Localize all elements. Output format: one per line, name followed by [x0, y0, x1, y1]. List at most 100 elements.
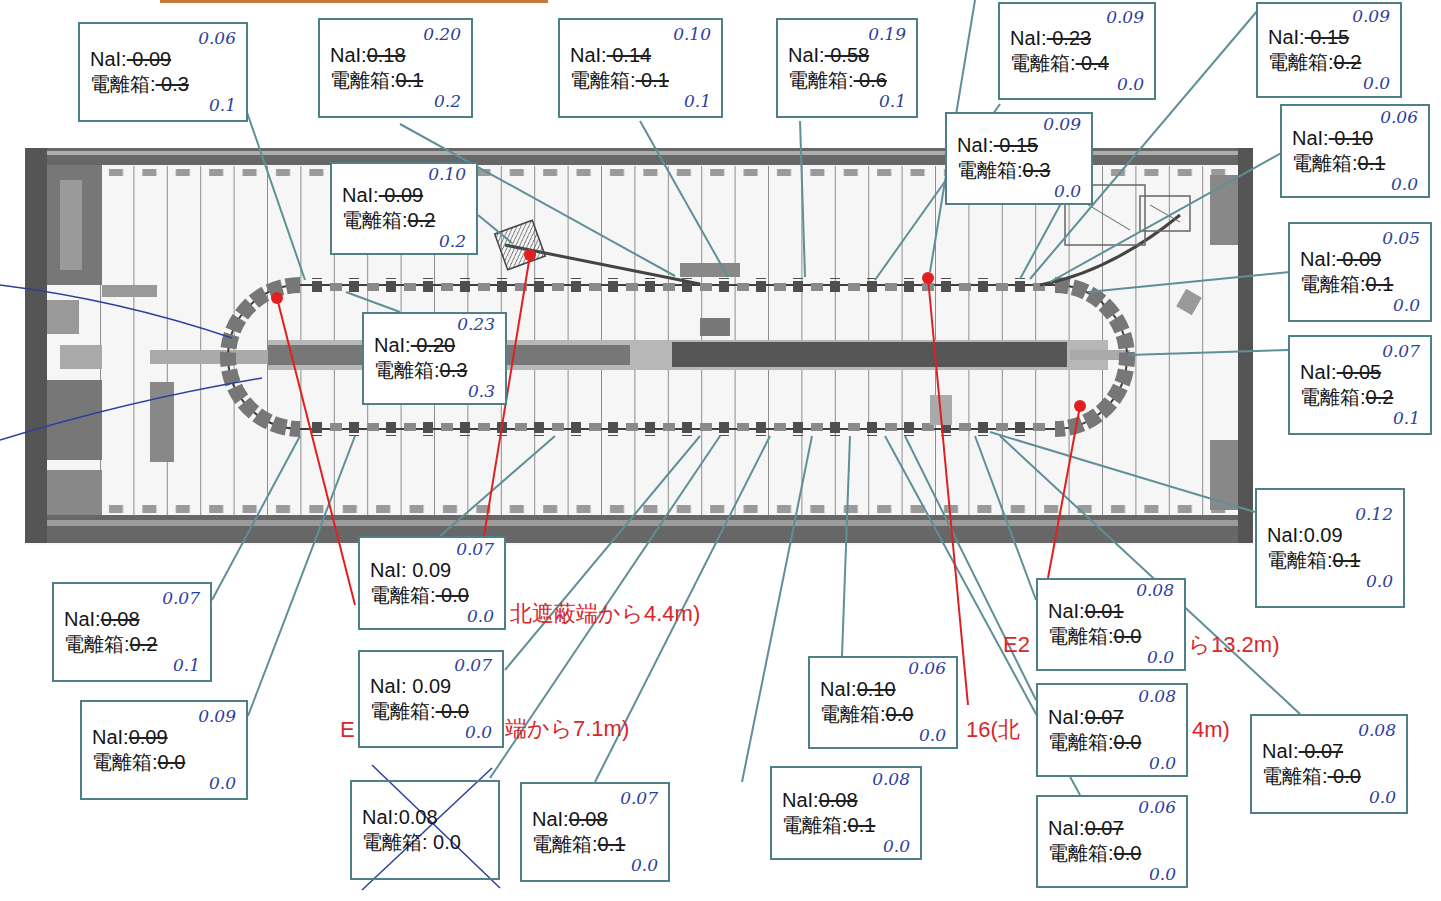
- reading-box: 0.19NaI: 0.58電離箱: 0.60.1: [776, 18, 918, 118]
- handwritten-value: 0.06: [1380, 109, 1418, 126]
- dose-reading: 電離箱:0.1: [782, 813, 910, 838]
- handwritten-value: 0.0: [1117, 76, 1144, 93]
- dose-reading: NaI: 0.10: [1292, 126, 1418, 151]
- dose-reading: NaI: 0.09: [1300, 247, 1420, 272]
- reading-box: 0.07NaI: 0.09電離箱: 0.00.0: [358, 536, 506, 630]
- leader-lines: [212, 0, 1300, 795]
- handwritten-value: 0.0: [1147, 649, 1174, 666]
- reading-box: 0.12NaI:0.09電離箱:0.10.0: [1255, 488, 1405, 608]
- survey-point: [271, 249, 1086, 412]
- handwritten-value: 0.08: [1358, 722, 1396, 739]
- handwritten-value: 0.0: [1149, 755, 1176, 772]
- dose-reading: NaI: 0.23: [1010, 26, 1144, 51]
- distance-label: ら13.2m): [1188, 633, 1279, 657]
- dose-reading: 電離箱:0.2: [1268, 50, 1390, 75]
- reading-box: 0.10NaI: 0.09電離箱:0.20.2: [330, 162, 478, 255]
- handwritten-value: 0.09: [1106, 9, 1144, 26]
- handwritten-value: 0.0: [1369, 789, 1396, 806]
- dose-reading: 電離箱: 0.0: [370, 699, 492, 724]
- handwritten-value: 0.0: [1391, 176, 1418, 193]
- dose-reading: NaI: 0.09: [90, 47, 236, 72]
- reading-box: 0.09NaI: 0.23電離箱: 0.40.0: [998, 2, 1156, 100]
- handwritten-value: 0.09: [1352, 8, 1390, 25]
- reading-box: 0.07NaI:0.08電離箱:0.20.1: [52, 582, 212, 682]
- handwritten-value: 0.08: [1138, 688, 1176, 705]
- dose-reading: NaI:0.08: [532, 807, 658, 832]
- handwritten-value: 0.3: [468, 383, 495, 400]
- reading-box: 0.06NaI: 0.09電離箱: 0.30.1: [78, 22, 248, 122]
- dose-reading: NaI:0.01: [1048, 599, 1174, 624]
- handwritten-value: 0.1: [684, 93, 711, 110]
- dose-reading: NaI: 0.09: [370, 674, 492, 699]
- dose-reading: 電離箱:0.1: [1267, 548, 1393, 573]
- reading-box: 0.09NaI: 0.15電離箱:0.20.0: [1256, 2, 1402, 98]
- distance-label: 16(北: [966, 718, 1020, 742]
- dose-reading: NaI: 0.05: [1300, 360, 1420, 385]
- handwritten-value: 0.05: [1382, 230, 1420, 247]
- handwritten-value: 0.19: [868, 26, 906, 43]
- reading-box: 0.08NaI:0.01電離箱:0.00.0: [1036, 578, 1186, 671]
- survey-lines: [277, 255, 1080, 705]
- handwritten-value: 0.08: [872, 771, 910, 788]
- dose-reading: 電離箱:0.2: [64, 632, 200, 657]
- handwritten-value: 0.1: [879, 93, 906, 110]
- reading-box: 0.09NaI:0.09電離箱:0.00.0: [80, 700, 248, 800]
- dose-reading: NaI:0.09: [92, 725, 236, 750]
- dose-reading: NaI:0.08: [362, 805, 488, 830]
- handwritten-value: 0.07: [162, 590, 200, 607]
- dose-reading: NaI:0.07: [1048, 705, 1176, 730]
- dose-reading: NaI:0.08: [782, 788, 910, 813]
- dose-reading: 電離箱:0.0: [92, 750, 236, 775]
- handwritten-value: 0.0: [1054, 183, 1081, 200]
- reading-box: 0.10NaI: 0.14電離箱: 0.10.1: [558, 18, 723, 118]
- dose-reading: 電離箱:0.3: [374, 358, 495, 383]
- reading-box: 0.09NaI: 0.15電離箱:0.30.0: [945, 112, 1093, 205]
- dose-reading: 電離箱:0.3: [957, 158, 1081, 183]
- dose-reading: 電離箱: 0.4: [1010, 51, 1144, 76]
- handwritten-value: 0.2: [434, 93, 461, 110]
- dose-reading: NaI: 0.09: [342, 183, 466, 208]
- dose-reading: 電離箱:0.0: [1048, 624, 1174, 649]
- reading-box: 0.06NaI:0.10電離箱:0.00.0: [808, 656, 958, 749]
- handwritten-value: 0.2: [439, 233, 466, 250]
- handwritten-value: 0.10: [428, 166, 466, 183]
- handwritten-value: 0.0: [465, 724, 492, 741]
- distance-label: 4m): [1192, 718, 1230, 742]
- handwritten-value: 0.0: [883, 838, 910, 855]
- handwritten-value: 0.20: [423, 26, 461, 43]
- reading-box: 0.07NaI:0.08電離箱:0.10.0: [520, 782, 670, 882]
- reading-box: 0.06NaI: 0.10電離箱:0.10.0: [1280, 104, 1430, 198]
- dose-reading: 電離箱:0.1: [1300, 272, 1420, 297]
- reading-box: 0.07NaI: 0.05電離箱:0.20.1: [1288, 335, 1432, 435]
- handwritten-value: 0.07: [456, 541, 494, 558]
- dose-reading: 電離箱:0.1: [330, 68, 461, 93]
- dose-reading: 電離箱:0.1: [532, 832, 658, 857]
- dose-reading: NaI:0.09: [1267, 523, 1393, 548]
- reading-box: 0.08NaI:0.07電離箱:0.00.0: [1036, 683, 1188, 777]
- handwritten-value: 0.0: [1149, 866, 1176, 883]
- reading-box: 0.06NaI:0.07電離箱:0.00.0: [1036, 795, 1188, 888]
- handwritten-value: 0.0: [209, 775, 236, 792]
- dose-reading: NaI:0.18: [330, 43, 461, 68]
- handwritten-value: 0.0: [631, 857, 658, 874]
- dose-reading: 電離箱:0.2: [342, 208, 466, 233]
- shield-wall: [25, 515, 1253, 543]
- dose-reading: NaI: 0.15: [957, 133, 1081, 158]
- handwritten-value: 0.1: [1393, 410, 1420, 427]
- dose-reading: NaI: 0.58: [788, 43, 906, 68]
- handwritten-value: 0.1: [209, 97, 236, 114]
- handwritten-value: 0.06: [198, 30, 236, 47]
- dose-reading: NaI: 0.14: [570, 43, 711, 68]
- dose-reading: NaI:0.07: [1048, 816, 1176, 841]
- reading-box: 0.08NaI:0.08電離箱:0.10.0: [770, 766, 922, 860]
- handwritten-value: 0.0: [1393, 297, 1420, 314]
- reading-box: NaI:0.08電離箱: 0.0: [350, 780, 500, 880]
- dose-reading: 電離箱:0.0: [820, 702, 946, 727]
- handwritten-value: 0.0: [467, 608, 494, 625]
- handwritten-value: 0.07: [454, 657, 492, 674]
- dose-reading: 電離箱: 0.3: [90, 72, 236, 97]
- handwritten-value: 0.07: [1382, 343, 1420, 360]
- handwritten-value: 0.10: [673, 26, 711, 43]
- frame-edge: [160, 0, 548, 3]
- reading-box: 0.07NaI: 0.09電離箱: 0.00.0: [358, 650, 504, 748]
